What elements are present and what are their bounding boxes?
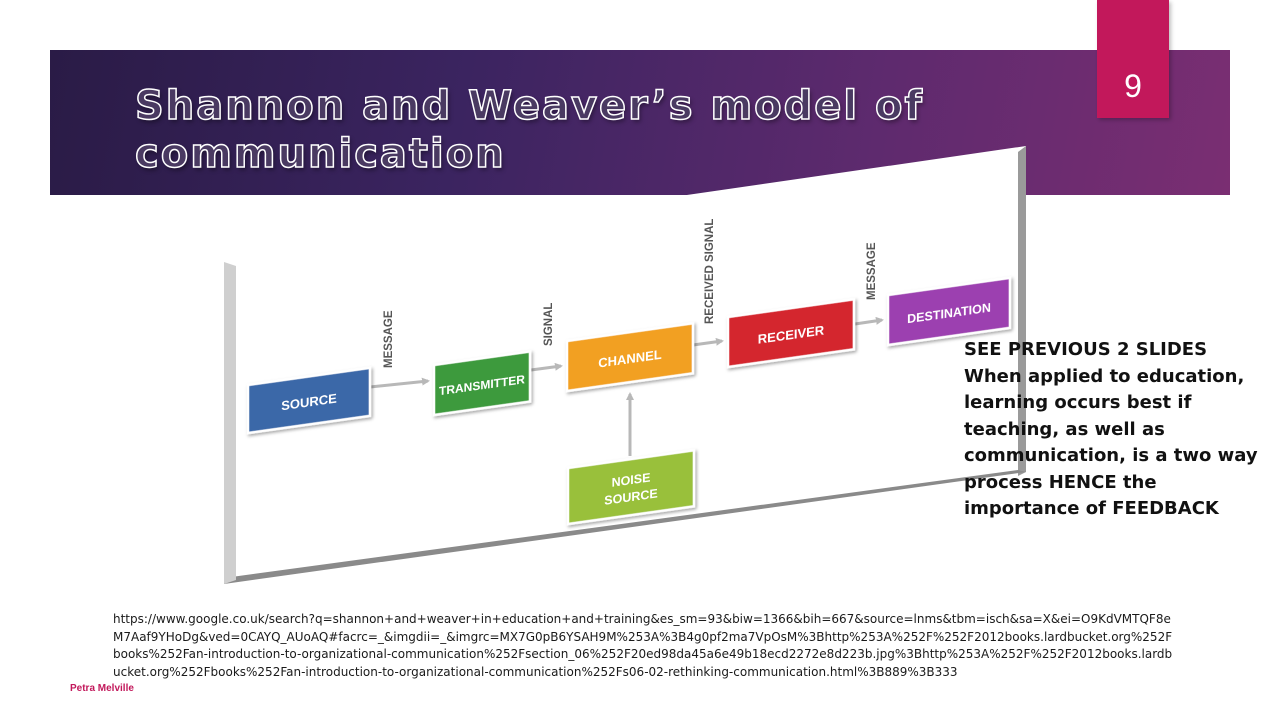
label-message-1: MESSAGE — [383, 310, 395, 368]
label-message-2: MESSAGE — [866, 242, 878, 300]
arrow-transmitter-channel — [530, 362, 563, 372]
channel-box: CHANNEL — [565, 321, 695, 393]
arrow-channel-receiver — [692, 337, 724, 347]
author-footer: Petra Melville — [70, 683, 134, 694]
diagram-panel-left-edge — [224, 262, 236, 584]
side-note: SEE PREVIOUS 2 SLIDES When applied to ed… — [964, 339, 1258, 519]
label-signal: SIGNAL — [543, 303, 555, 346]
diagram-panel-right-edge — [1018, 146, 1026, 476]
arrow-source-transmitter — [369, 377, 430, 389]
transmitter-box: TRANSMITTER — [432, 350, 532, 417]
receiver-box: RECEIVER — [726, 297, 856, 369]
noise-label-line1: NOISE — [612, 470, 651, 489]
page-number: 9 — [1124, 68, 1142, 104]
source-box: SOURCE — [246, 366, 372, 435]
destination-box: DESTINATION — [886, 276, 1012, 347]
diagram-panel-bottom-edge — [224, 470, 1026, 584]
source-url: https://www.google.co.uk/search?q=shanno… — [113, 612, 1173, 679]
noise-source-box: NOISE SOURCE — [566, 448, 696, 526]
page-number-tab: 9 — [1097, 0, 1169, 118]
label-received-signal: RECEIVED SIGNAL — [704, 219, 716, 324]
arrow-receiver-destination — [854, 316, 884, 326]
title-band — [50, 50, 1230, 195]
slide-title: Shannon and Weaver’s model of communicat… — [134, 82, 924, 178]
